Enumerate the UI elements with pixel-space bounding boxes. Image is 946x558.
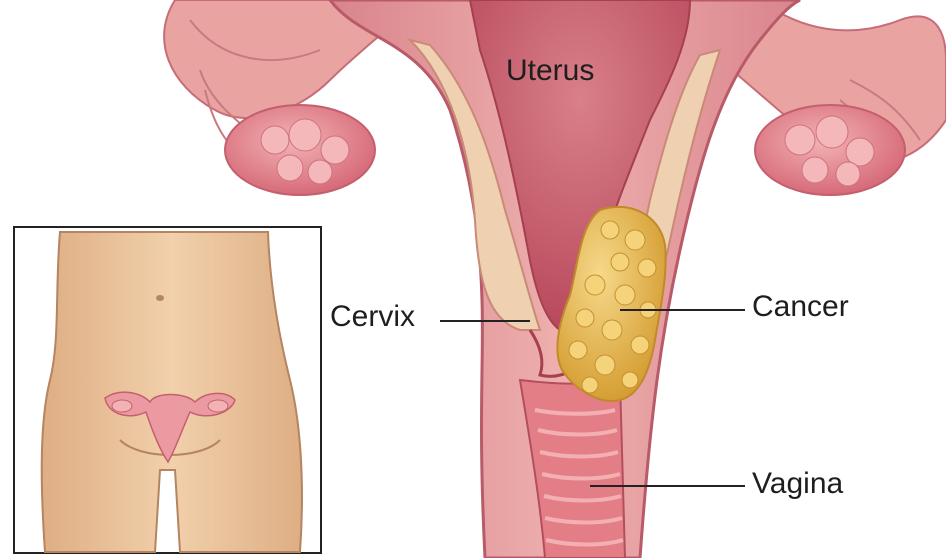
uterus-label: Uterus <box>506 56 594 86</box>
cancer-label: Cancer <box>752 292 849 322</box>
vagina-label: Vagina <box>752 469 843 499</box>
right-ovary <box>755 105 905 195</box>
body-inset <box>14 227 321 553</box>
cervix-label: Cervix <box>330 302 415 332</box>
left-ovary <box>225 105 375 195</box>
